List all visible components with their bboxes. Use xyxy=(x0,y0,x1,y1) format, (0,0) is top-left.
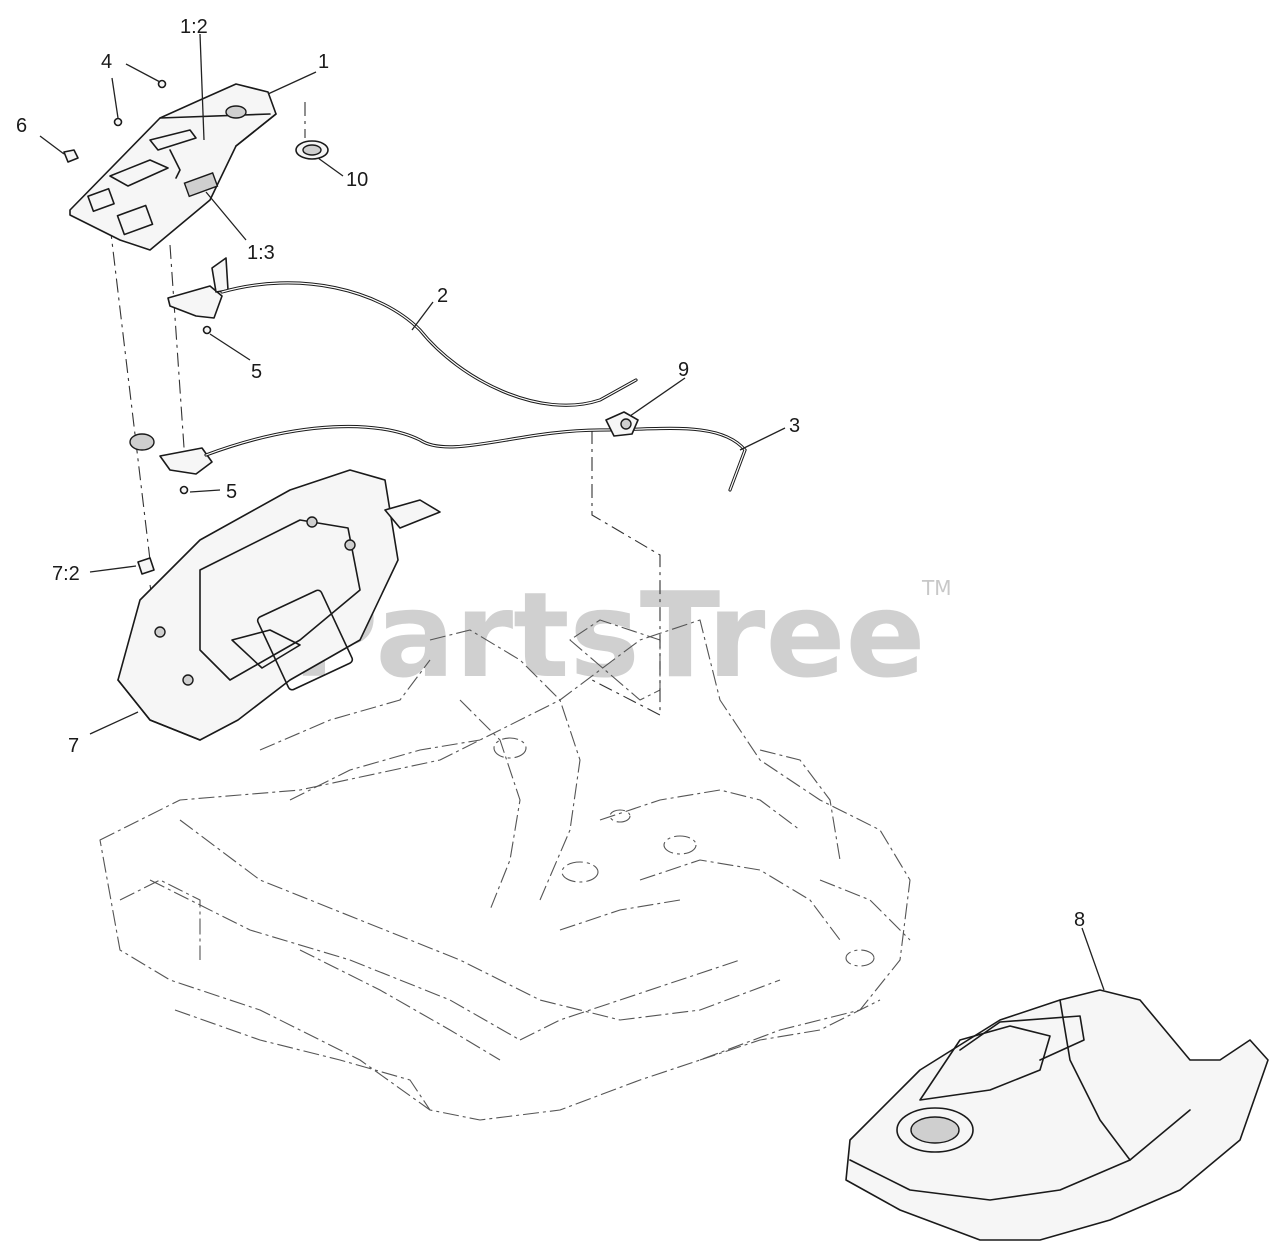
fastener-4b xyxy=(113,117,123,127)
callout-5a: 5 xyxy=(251,361,262,383)
callout-10: 10 xyxy=(346,169,368,191)
watermark-text: PartsTree xyxy=(292,566,926,704)
callout-6: 6 xyxy=(16,115,27,137)
screw-6 xyxy=(63,149,79,163)
fastener-4a xyxy=(157,79,167,89)
control-panel-part-1 xyxy=(69,83,277,251)
nut-5b xyxy=(179,485,189,495)
callout-1-2: 1:2 xyxy=(180,16,208,38)
callout-9: 9 xyxy=(678,359,689,381)
watermark-trademark: TM xyxy=(921,576,951,600)
clip-part-7-2 xyxy=(137,557,155,575)
pod-part-7 xyxy=(117,469,441,741)
nut-5a xyxy=(202,325,212,335)
callout-1: 1 xyxy=(318,51,329,73)
console-part-8 xyxy=(845,989,1269,1241)
callout-7: 7 xyxy=(68,735,79,757)
callout-7-2: 7:2 xyxy=(52,563,80,585)
grommet-part-10 xyxy=(295,140,329,160)
cable-part-3 xyxy=(129,424,747,492)
callout-3: 3 xyxy=(789,415,800,437)
clip-part-9 xyxy=(605,411,639,437)
callout-2: 2 xyxy=(437,285,448,307)
callout-8: 8 xyxy=(1074,909,1085,931)
callout-4: 4 xyxy=(101,51,112,73)
watermark: PartsTree TM xyxy=(292,566,951,704)
fasteners xyxy=(63,79,212,495)
callout-1-3: 1:3 xyxy=(247,242,275,264)
callout-5b: 5 xyxy=(226,481,237,503)
cable-part-2 xyxy=(167,257,638,407)
leader-lines xyxy=(39,33,1105,991)
callout-labels: 1 1:2 1:3 2 3 4 5 5 6 7 7:2 8 9 10 xyxy=(16,16,1085,931)
